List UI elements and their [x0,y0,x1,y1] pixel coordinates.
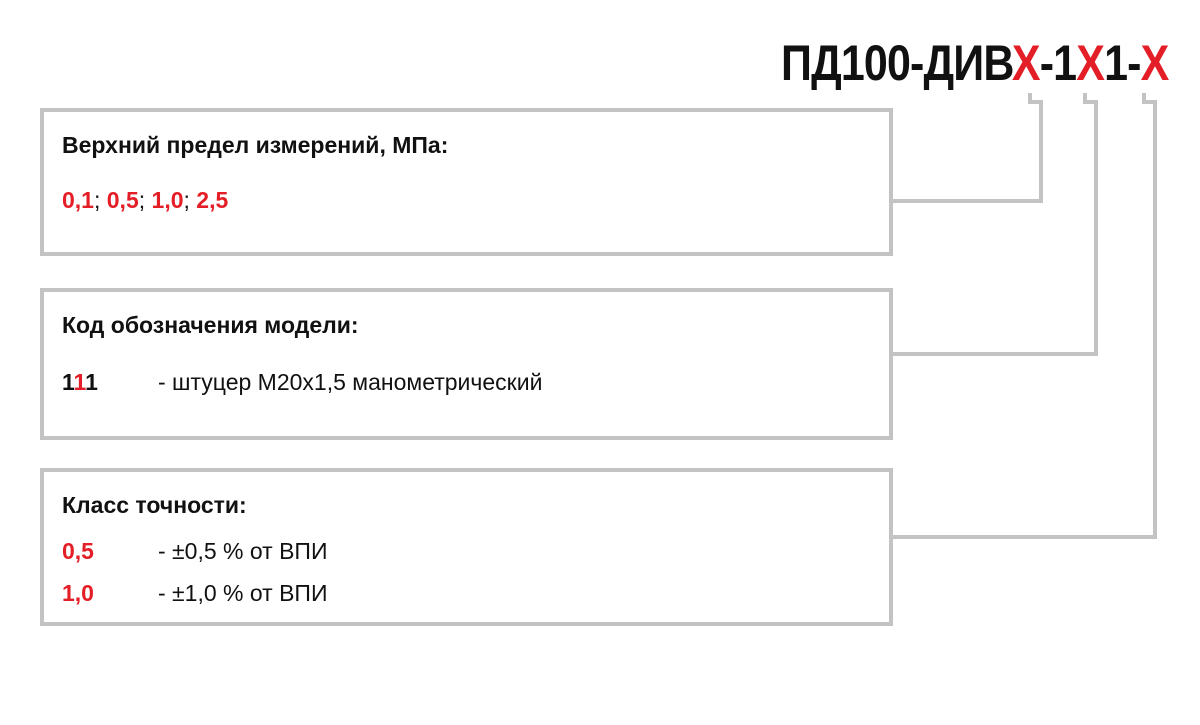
model-code-heading: Код обозначения модели: [62,312,359,338]
separator: ; [138,187,152,213]
accuracy-row: 1,0 - ±1,0 % от ВПИ [62,580,328,607]
model-code-digit: 1 [62,369,74,395]
model-code-row: 111- штуцер М20х1,5 манометрический [62,369,542,396]
model-designation-title: ПД100-ДИВХ-1Х1-Х [780,35,1169,91]
range-values: 0,1; 0,5; 1,0; 2,5 [62,187,228,214]
range-value: 1,0 [151,187,184,213]
accuracy-code: 1,0 [62,580,94,606]
range-heading: Верхний предел измерений, МПа: [62,132,449,158]
accuracy-description: - ±1,0 % от ВПИ [158,580,328,606]
title-part: ПД100-ДИВ [780,35,1013,91]
title-placeholder-range: Х [1011,35,1040,91]
title-placeholder-accuracy: Х [1140,35,1169,91]
title-part: 1- [1103,35,1141,91]
model-code: 111 [62,369,158,396]
model-code-digit-red: 1 [73,369,86,395]
accuracy-heading: Класс точности: [62,492,247,518]
model-code-description: - штуцер М20х1,5 манометрический [158,369,543,395]
range-box: Верхний предел измерений, МПа: 0,1; 0,5;… [40,108,893,256]
accuracy-row: 0,5 - ±0,5 % от ВПИ [62,538,328,565]
title-placeholder-model: Х [1075,35,1105,91]
range-value: 0,1 [62,187,94,213]
model-code-digit: 1 [85,369,98,395]
separator: ; [183,187,197,213]
connector-line-3 [893,93,1157,539]
accuracy-box: Класс точности: 0,5 - ±0,5 % от ВПИ 1,0 - … [40,468,893,626]
separator: ; [93,187,107,213]
connector-line-2 [893,93,1098,356]
accuracy-code: 0,5 [62,538,94,564]
connector-line-1 [893,93,1043,203]
accuracy-description: - ±0,5 % от ВПИ [158,538,328,564]
model-code-box: Код обозначения модели: 111- штуцер М20х… [40,288,893,440]
range-value: 0,5 [106,187,139,213]
range-value: 2,5 [196,187,229,213]
title-part: -1 [1039,35,1076,91]
